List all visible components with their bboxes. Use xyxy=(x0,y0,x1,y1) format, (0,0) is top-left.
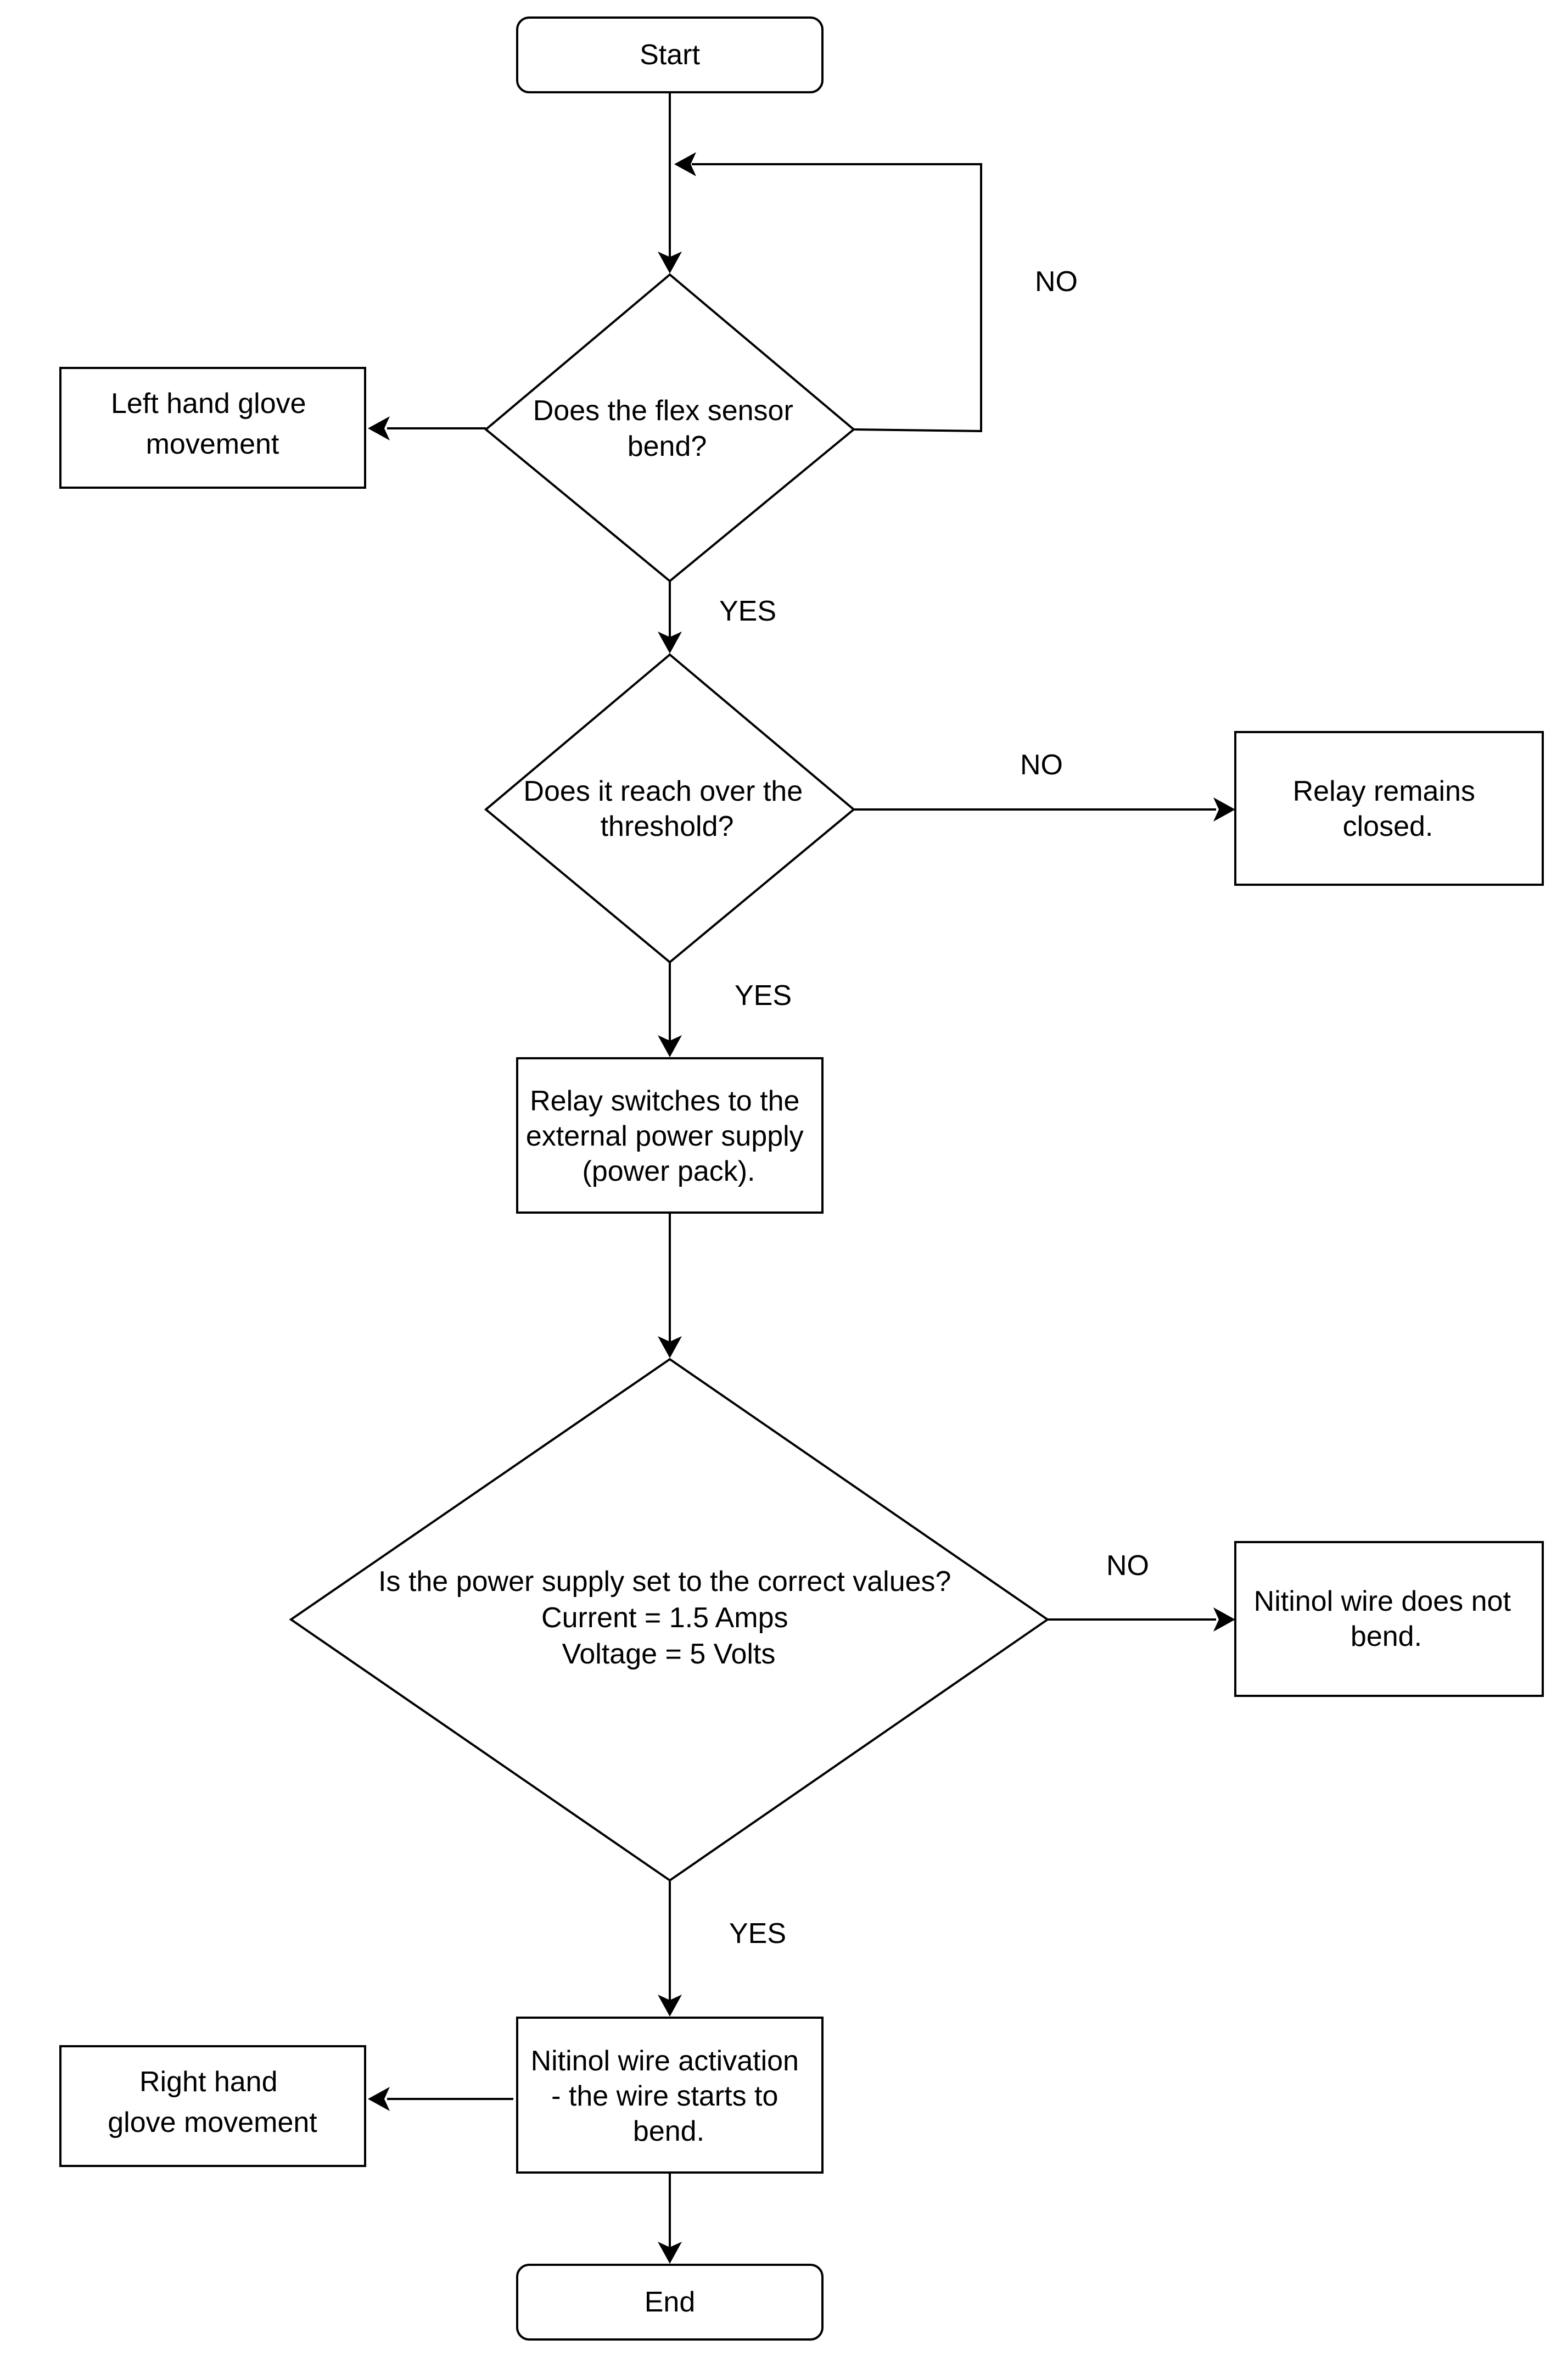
arrowhead-activation-to-right-hand xyxy=(368,2087,390,2111)
nitinol-activation-label: Nitinol wire activation - the wire start… xyxy=(531,2045,807,2147)
arrowhead-relay-to-power xyxy=(658,1336,682,1358)
arrowhead-flex-to-left-hand xyxy=(368,416,390,440)
power-question-line-2: Current = 1.5 Amps xyxy=(541,1602,788,1634)
power-supply-question: Is the power supply set to the correct v… xyxy=(378,1566,959,1670)
left-hand-glove-node: Left hand glove movement xyxy=(59,367,366,489)
flex-sensor-question: Does the flex sensor bend? xyxy=(533,395,801,462)
right-hand-line-2: glove movement xyxy=(108,2107,317,2138)
threshold-question-line-1: Does it reach over the xyxy=(523,775,803,807)
relay-switch-line-3: (power pack). xyxy=(583,1155,755,1187)
flex-question-line-1: Does the flex sensor xyxy=(533,395,793,427)
left-hand-line-2: movement xyxy=(146,428,279,460)
threshold-question: Does it reach over the threshold? xyxy=(523,775,810,842)
flex-sensor-decision: Does the flex sensor bend? xyxy=(484,273,856,583)
power-supply-decision: Is the power supply set to the correct v… xyxy=(289,1358,1050,1882)
relay-remains-closed-node: Relay remains closed. xyxy=(1234,731,1544,886)
start-node: Start xyxy=(516,16,824,93)
label-no-power: NO xyxy=(1106,1550,1149,1582)
nitinol-activation-line-2: - the wire starts to xyxy=(551,2080,778,2112)
arrowhead-power-no xyxy=(1213,1607,1235,1632)
left-hand-line-1: Left hand glove xyxy=(111,388,306,420)
left-hand-glove-label: Left hand glove movement xyxy=(111,388,314,460)
label-yes-power: YES xyxy=(729,1918,786,1950)
threshold-question-line-2: threshold? xyxy=(601,811,734,842)
nitinol-activation-node: Nitinol wire activation - the wire start… xyxy=(516,2017,824,2174)
nitinol-no-bend-line-1: Nitinol wire does not xyxy=(1254,1585,1511,1617)
arrowhead-threshold-no xyxy=(1213,797,1235,822)
relay-remains-closed-label: Relay remains closed. xyxy=(1293,775,1483,842)
nitinol-activation-line-3: bend. xyxy=(633,2115,704,2147)
label-yes-threshold: YES xyxy=(735,980,792,1012)
arrowhead-threshold-yes xyxy=(658,1035,682,1057)
relay-closed-line-2: closed. xyxy=(1343,811,1433,842)
relay-switches-node: Relay switches to the external power sup… xyxy=(516,1057,824,1214)
flex-question-line-2: bend? xyxy=(628,431,707,462)
relay-closed-line-1: Relay remains xyxy=(1293,775,1475,807)
nitinol-no-bend-line-2: bend. xyxy=(1351,1621,1422,1652)
label-yes-flex: YES xyxy=(719,595,776,627)
label-no-loop: NO xyxy=(1035,266,1078,298)
arrowhead-flex-no-loop xyxy=(674,152,696,176)
arrowhead-power-yes xyxy=(658,1995,682,2017)
right-hand-glove-label: Right hand glove movement xyxy=(108,2066,317,2138)
nitinol-no-bend-label: Nitinol wire does not bend. xyxy=(1254,1585,1519,1652)
start-label: Start xyxy=(640,39,700,71)
arrowhead-flex-yes xyxy=(658,632,682,654)
power-question-line-3: Voltage = 5 Volts xyxy=(562,1638,776,1670)
threshold-decision: Does it reach over the threshold? xyxy=(484,653,856,964)
power-question-line-1: Is the power supply set to the correct v… xyxy=(378,1566,951,1598)
arrowhead-start-to-flex xyxy=(658,252,682,273)
right-hand-line-1: Right hand xyxy=(139,2066,278,2098)
label-no-threshold: NO xyxy=(1020,749,1063,781)
end-label: End xyxy=(645,2286,696,2318)
nitinol-no-bend-node: Nitinol wire does not bend. xyxy=(1234,1541,1544,1697)
relay-switch-line-1: Relay switches to the xyxy=(530,1085,799,1117)
nitinol-activation-line-1: Nitinol wire activation xyxy=(531,2045,799,2077)
relay-switches-label: Relay switches to the external power sup… xyxy=(526,1085,811,1187)
edge-flex-no-loop xyxy=(692,163,982,433)
end-node: End xyxy=(516,2264,824,2341)
arrowhead-activation-to-end xyxy=(658,2242,682,2264)
right-hand-glove-node: Right hand glove movement xyxy=(59,2045,366,2167)
relay-switch-line-2: external power supply xyxy=(526,1120,804,1152)
